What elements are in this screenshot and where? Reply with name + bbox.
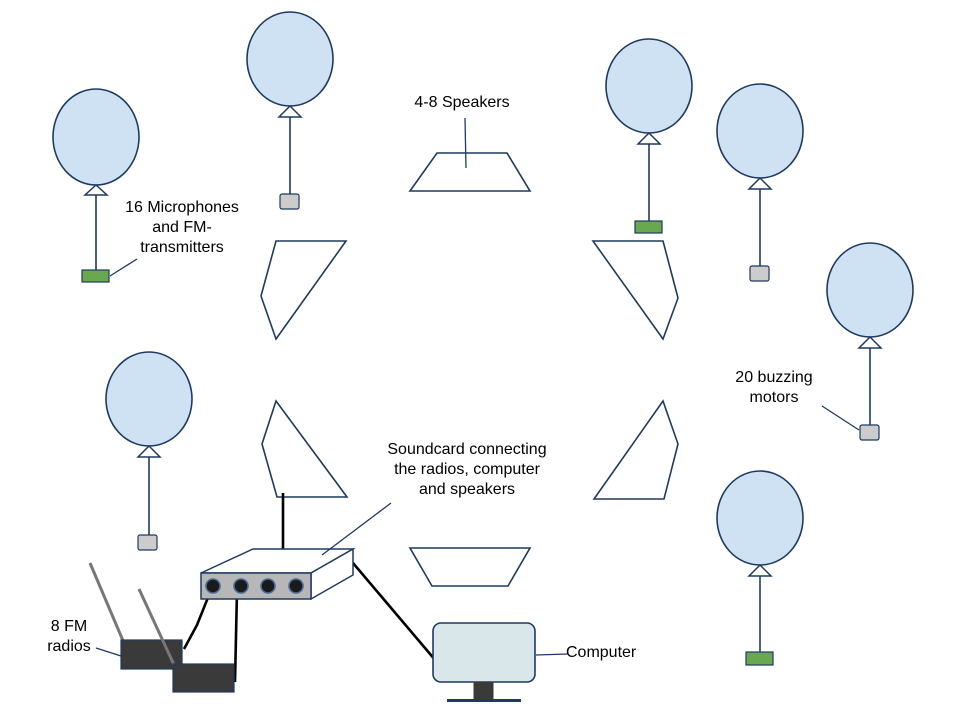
balloon-4 bbox=[716, 83, 804, 282]
balloon-knot bbox=[136, 444, 162, 458]
balloon-6 bbox=[105, 351, 193, 551]
callout-radios bbox=[95, 647, 122, 657]
callout-computer bbox=[535, 653, 569, 656]
speaker-top bbox=[408, 152, 532, 192]
balloon-1 bbox=[52, 88, 140, 283]
soundcard-label: Soundcard connecting the radios, compute… bbox=[387, 441, 547, 498]
motors-label: 20 buzzing motors bbox=[735, 369, 813, 406]
microphone-transmitter bbox=[81, 269, 110, 283]
microphone-transmitter bbox=[634, 220, 663, 234]
speakers-label: 4-8 Speakers bbox=[414, 94, 510, 111]
radios-label: 8 FM radios bbox=[47, 618, 91, 655]
callout-motors bbox=[821, 405, 860, 431]
computer-stand bbox=[473, 681, 494, 701]
balloon-body bbox=[826, 242, 914, 338]
radio-antenna bbox=[137, 588, 177, 668]
computer-stand-base bbox=[447, 699, 521, 702]
audio-jack bbox=[288, 578, 304, 594]
balloon-body bbox=[52, 88, 140, 186]
audio-jack bbox=[205, 578, 221, 594]
cable-radio-2 bbox=[233, 589, 239, 683]
balloon-body bbox=[716, 470, 804, 566]
speaker-lower-left bbox=[261, 399, 349, 498]
fm-radio-group bbox=[88, 562, 235, 693]
balloon-3 bbox=[605, 38, 693, 234]
buzzing-motor bbox=[749, 265, 770, 282]
audio-jack bbox=[260, 578, 276, 594]
microphone-transmitter bbox=[745, 651, 774, 666]
balloon-knot bbox=[857, 335, 883, 349]
computer-label: Computer bbox=[566, 644, 637, 661]
speaker-upper-right bbox=[591, 240, 679, 341]
callout-group bbox=[95, 117, 860, 657]
buzzing-motor bbox=[137, 534, 158, 551]
callout-soundcard bbox=[321, 502, 392, 556]
speaker-group bbox=[260, 152, 679, 587]
balloon-7 bbox=[716, 470, 804, 666]
speaker-lower-right bbox=[592, 399, 679, 500]
cable-radio-1 bbox=[182, 589, 213, 650]
balloon-knot bbox=[277, 104, 303, 118]
balloon-knot bbox=[747, 176, 773, 190]
balloon-5 bbox=[826, 242, 914, 441]
balloon-2 bbox=[246, 11, 334, 210]
fm-radio bbox=[120, 639, 183, 670]
soundcard bbox=[200, 547, 356, 601]
audio-jack bbox=[233, 578, 249, 594]
balloon-body bbox=[246, 11, 334, 107]
buzzing-motor bbox=[859, 424, 880, 441]
cable-computer bbox=[352, 562, 437, 662]
balloon-knot bbox=[83, 183, 109, 196]
buzzing-motor bbox=[279, 193, 300, 210]
callout-microphones bbox=[109, 258, 138, 277]
balloon-knot bbox=[636, 131, 662, 145]
balloon-knot bbox=[747, 563, 773, 577]
cable-group bbox=[182, 493, 437, 683]
balloon-body bbox=[105, 351, 193, 447]
computer-monitor bbox=[432, 622, 536, 683]
fm-radio bbox=[172, 663, 235, 693]
balloon-body bbox=[605, 38, 693, 134]
computer bbox=[432, 622, 536, 702]
microphones-label: 16 Microphones and FM- transmitters bbox=[125, 199, 239, 256]
radio-antenna bbox=[88, 562, 126, 644]
balloon-group bbox=[52, 11, 914, 666]
callout-speakers bbox=[464, 117, 467, 169]
balloon-body bbox=[716, 83, 804, 179]
speaker-upper-left bbox=[260, 240, 348, 341]
speaker-bottom bbox=[408, 547, 532, 587]
